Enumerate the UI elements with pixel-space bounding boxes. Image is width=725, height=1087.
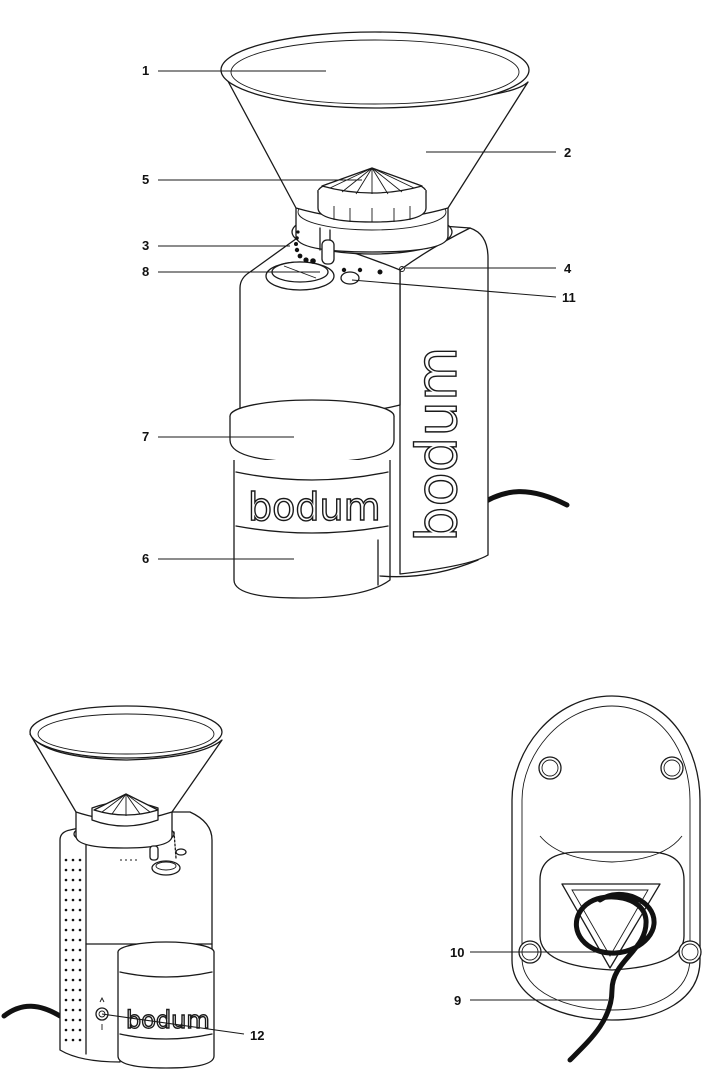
callout-8: 8 [142, 264, 149, 279]
callout-7: 7 [142, 429, 149, 444]
callout-3: 3 [142, 238, 149, 253]
callout-10: 10 [450, 945, 464, 960]
side-logo: bodum [126, 1006, 210, 1034]
side-power-cord [4, 1006, 60, 1016]
callout-2: 2 [564, 145, 571, 160]
callout-6: 6 [142, 551, 149, 566]
grinder-side-illustration: bodum [4, 706, 222, 1068]
callout-11: 11 [562, 290, 576, 305]
logo-horizontal: bodum [248, 485, 381, 529]
callout-5: 5 [142, 172, 149, 187]
logo-vertical: bodum [405, 347, 470, 542]
callout-12: 12 [250, 1028, 264, 1043]
callout-4: 4 [564, 261, 572, 276]
power-cord-icon [478, 492, 567, 506]
callout-9: 9 [454, 993, 461, 1008]
callout-1: 1 [142, 63, 149, 78]
grinder-bottom-illustration [512, 696, 701, 1060]
grinder-front-illustration: bodum bodum [221, 32, 567, 598]
